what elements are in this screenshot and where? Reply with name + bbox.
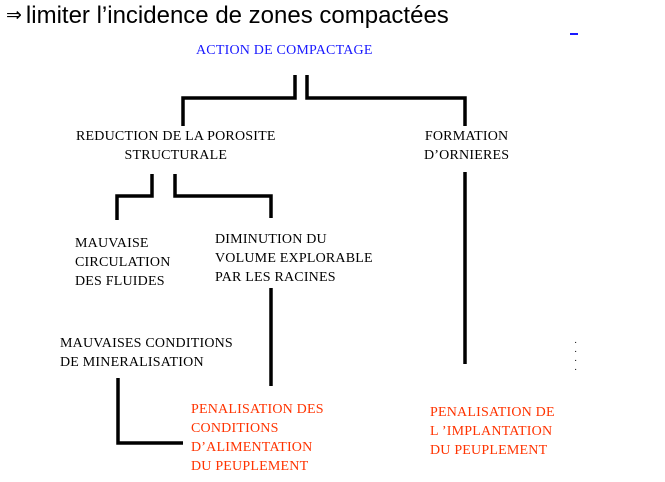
node-penalisation-conditions: PENALISATION DES CONDITIONS D’ALIMENTATI… (191, 402, 324, 474)
node-reduction-porosite: REDUCTION DE LA POROSITE STRUCTURALE (76, 129, 276, 163)
title-underline-mark (570, 33, 578, 35)
connector-root-right (305, 75, 467, 126)
node-action-compactage: ACTION DE COMPACTAGE (196, 43, 373, 58)
slide-title-text: limiter l’incidence de zones compactées (25, 2, 449, 29)
node-mauvaise-circulation: MAUVAISE CIRCULATION DES FLUIDES (75, 236, 171, 289)
connector-reduction-right (173, 174, 273, 218)
connector-root-left (181, 75, 297, 126)
node-penalisation-implantation: PENALISATION DE L ’IMPLANTATION DU PEUPL… (430, 405, 555, 458)
slide-title: ⇒limiter l’incidence de zones compactées (6, 1, 449, 33)
node-formation-ornieres: FORMATION D’ORNIERES (424, 129, 510, 163)
ellipsis-dots-icon: ···· (574, 337, 578, 375)
implies-arrow-icon: ⇒ (6, 5, 22, 26)
node-diminution-volume: DIMINUTION DU VOLUME EXPLORABLE PAR LES … (215, 232, 373, 285)
connector-reduction-left (115, 174, 154, 220)
node-mauvaises-conditions: MAUVAISES CONDITIONS DE MINERALISATION (60, 336, 233, 370)
connector-mineralisation-elbow (116, 378, 183, 445)
